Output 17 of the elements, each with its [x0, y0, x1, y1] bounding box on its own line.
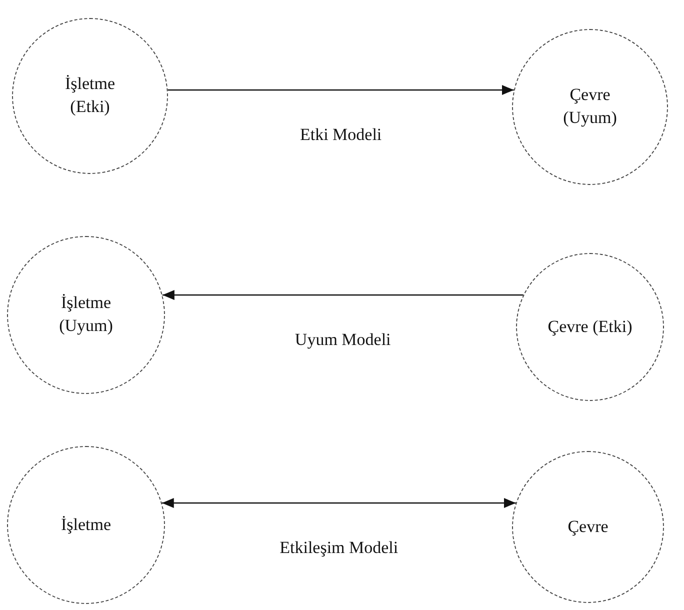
node-label: İşletme (Etki) — [64, 73, 116, 118]
circle-node — [12, 18, 168, 174]
node-label: Çevre (Etki) — [547, 316, 633, 338]
edge-label: Uyum Modeli — [292, 330, 393, 350]
circle-node — [7, 446, 165, 604]
arrow — [162, 498, 516, 508]
edge-label: Etkileşim Modeli — [278, 538, 400, 558]
circle-node — [512, 451, 664, 603]
node-label: İşletme (Uyum) — [58, 292, 114, 337]
circle-node — [512, 29, 668, 185]
node-label: İşletme — [60, 514, 112, 536]
arrow — [168, 85, 514, 95]
node-label: Çevre — [566, 516, 610, 538]
circle-node — [516, 253, 664, 401]
circle-node — [7, 236, 165, 394]
arrow — [162, 290, 524, 300]
node-label: Çevre (Uyum) — [562, 84, 618, 129]
